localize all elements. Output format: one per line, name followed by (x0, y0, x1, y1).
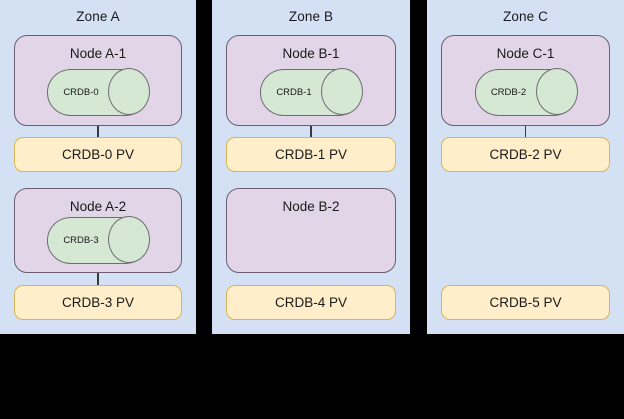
crdb-pod-label: CRDB-2 (490, 87, 527, 98)
pv-box[interactable]: CRDB-1 PV (226, 137, 396, 172)
node-box-b-1[interactable]: Node B-1 CRDB-1 (226, 35, 396, 126)
crdb-pod-cylinder[interactable]: CRDB-0 (47, 67, 151, 116)
zone-title: Zone C (503, 9, 548, 24)
node-box-a-2[interactable]: Node A-2 CRDB-3 (14, 188, 182, 273)
crdb-pod-label: CRDB-0 (63, 87, 99, 98)
cylinder-cap-icon (321, 67, 364, 115)
pv-box[interactable]: CRDB-5 PV (441, 285, 610, 320)
cylinder-cap-icon (108, 215, 151, 263)
crdb-pod-cylinder[interactable]: CRDB-1 (260, 67, 364, 116)
pv-box[interactable]: CRDB-4 PV (226, 285, 396, 320)
zone-title: Zone A (76, 9, 120, 24)
pv-box[interactable]: CRDB-2 PV (441, 137, 610, 172)
cylinder-cap-icon (108, 67, 151, 115)
node-pv-connector (97, 126, 99, 137)
node-pv-connector (97, 273, 99, 285)
cylinder-cap-icon (535, 67, 578, 115)
crdb-pod-label: CRDB-1 (276, 87, 312, 98)
pv-box[interactable]: CRDB-3 PV (14, 285, 182, 320)
crdb-pod-cylinder[interactable]: CRDB-3 (47, 215, 151, 264)
zone-panel-a[interactable]: Zone A Node A-1 CRDB-0 CRDB-0 PV Node A-… (0, 0, 196, 334)
crdb-pod-label: CRDB-3 (63, 235, 99, 246)
node-label: Node C-1 (496, 46, 555, 61)
node-box-b-2[interactable]: Node B-2 (226, 188, 396, 273)
node-box-c-1[interactable]: Node C-1 CRDB-2 (441, 35, 610, 126)
node-pv-connector (310, 126, 312, 137)
node-box-a-1[interactable]: Node A-1 CRDB-0 (14, 35, 182, 126)
node-label: Node A-1 (69, 46, 127, 61)
pv-box[interactable]: CRDB-0 PV (14, 137, 182, 172)
node-label: Node B-1 (282, 46, 340, 61)
zone-panel-b[interactable]: Zone B Node B-1 CRDB-1 CRDB-1 PV Node B-… (212, 0, 410, 334)
zone-panel-c[interactable]: Zone C Node C-1 CRDB-2 CRDB-2 PV CRDB-5 … (427, 0, 624, 334)
zone-title: Zone B (288, 9, 334, 24)
node-pv-connector (524, 126, 527, 137)
node-label: Node A-2 (69, 199, 127, 214)
crdb-pod-cylinder[interactable]: CRDB-2 (474, 67, 578, 116)
node-label: Node B-2 (282, 199, 340, 214)
